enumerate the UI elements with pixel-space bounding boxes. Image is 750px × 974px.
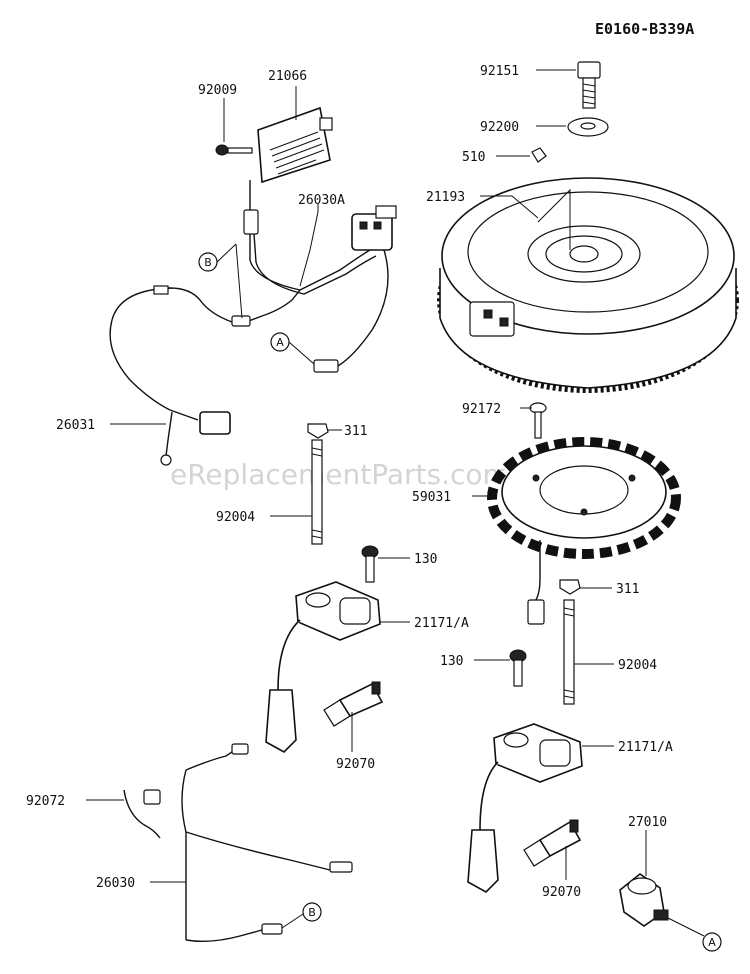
label-92072: 92072 [26, 794, 65, 809]
label-130-left: 130 [414, 552, 437, 567]
flywheel[interactable] [437, 177, 739, 393]
label-510: 510 [462, 150, 485, 165]
connector-ref-a-top: A [270, 332, 290, 352]
svg-text:B: B [204, 256, 212, 269]
connector-ref-b-bottom: B [302, 902, 322, 922]
oil-pressure-switch[interactable] [619, 873, 669, 927]
watermark: eReplacementParts.com [170, 458, 510, 491]
stator-bolt[interactable] [529, 402, 547, 439]
label-92070-right: 92070 [542, 885, 581, 900]
wiring-harness-26031[interactable] [109, 285, 233, 466]
label-92004-right: 92004 [618, 658, 657, 673]
label-27010: 27010 [628, 815, 667, 830]
label-92200: 92200 [480, 120, 519, 135]
label-130-right: 130 [440, 654, 463, 669]
label-26031: 26031 [56, 418, 95, 433]
label-92009: 92009 [198, 83, 237, 98]
stud-left[interactable] [311, 439, 323, 545]
svg-text:A: A [276, 336, 284, 349]
stator-connector[interactable] [527, 599, 545, 625]
spark-plug-left[interactable] [323, 681, 384, 727]
label-21171a-left: 21171/A [414, 616, 469, 631]
nut-left[interactable] [307, 423, 329, 439]
label-92172: 92172 [462, 402, 501, 417]
label-59031: 59031 [412, 490, 451, 505]
ignition-coil-right[interactable] [467, 723, 583, 893]
label-26030a: 26030A [298, 193, 345, 208]
spark-plug-right[interactable] [523, 819, 582, 867]
label-92151: 92151 [480, 64, 519, 79]
regulator[interactable] [257, 106, 333, 184]
flywheel-bolt[interactable] [577, 61, 601, 109]
wiring-harness-26030a[interactable] [231, 205, 397, 373]
label-21193: 21193 [426, 190, 465, 205]
connector-ref-b-top: B [198, 252, 218, 272]
label-26030: 26030 [96, 876, 135, 891]
flywheel-key[interactable] [531, 147, 547, 163]
label-92004-left: 92004 [216, 510, 255, 525]
nut-right[interactable] [559, 579, 581, 595]
regulator-screw[interactable] [215, 144, 253, 156]
diagram-code: E0160-B339A [595, 20, 694, 38]
label-311-right: 311 [616, 582, 639, 597]
wire-clamp[interactable] [123, 789, 161, 839]
svg-text:B: B [308, 906, 316, 919]
label-21066: 21066 [268, 69, 307, 84]
ignition-coil-left[interactable] [265, 581, 381, 753]
label-92070-left: 92070 [336, 757, 375, 772]
stator[interactable] [487, 437, 681, 559]
connector-ref-a-bottom: A [702, 932, 722, 952]
flywheel-washer[interactable] [567, 117, 609, 137]
label-21171a-right: 21171/A [618, 740, 673, 755]
bolt-left[interactable] [361, 545, 379, 583]
regulator-connector[interactable] [243, 209, 259, 235]
label-311-left: 311 [344, 424, 367, 439]
wiring-harness-26030[interactable] [181, 743, 353, 943]
stud-right[interactable] [563, 599, 575, 705]
svg-text:A: A [708, 936, 716, 949]
bolt-right[interactable] [509, 649, 527, 687]
